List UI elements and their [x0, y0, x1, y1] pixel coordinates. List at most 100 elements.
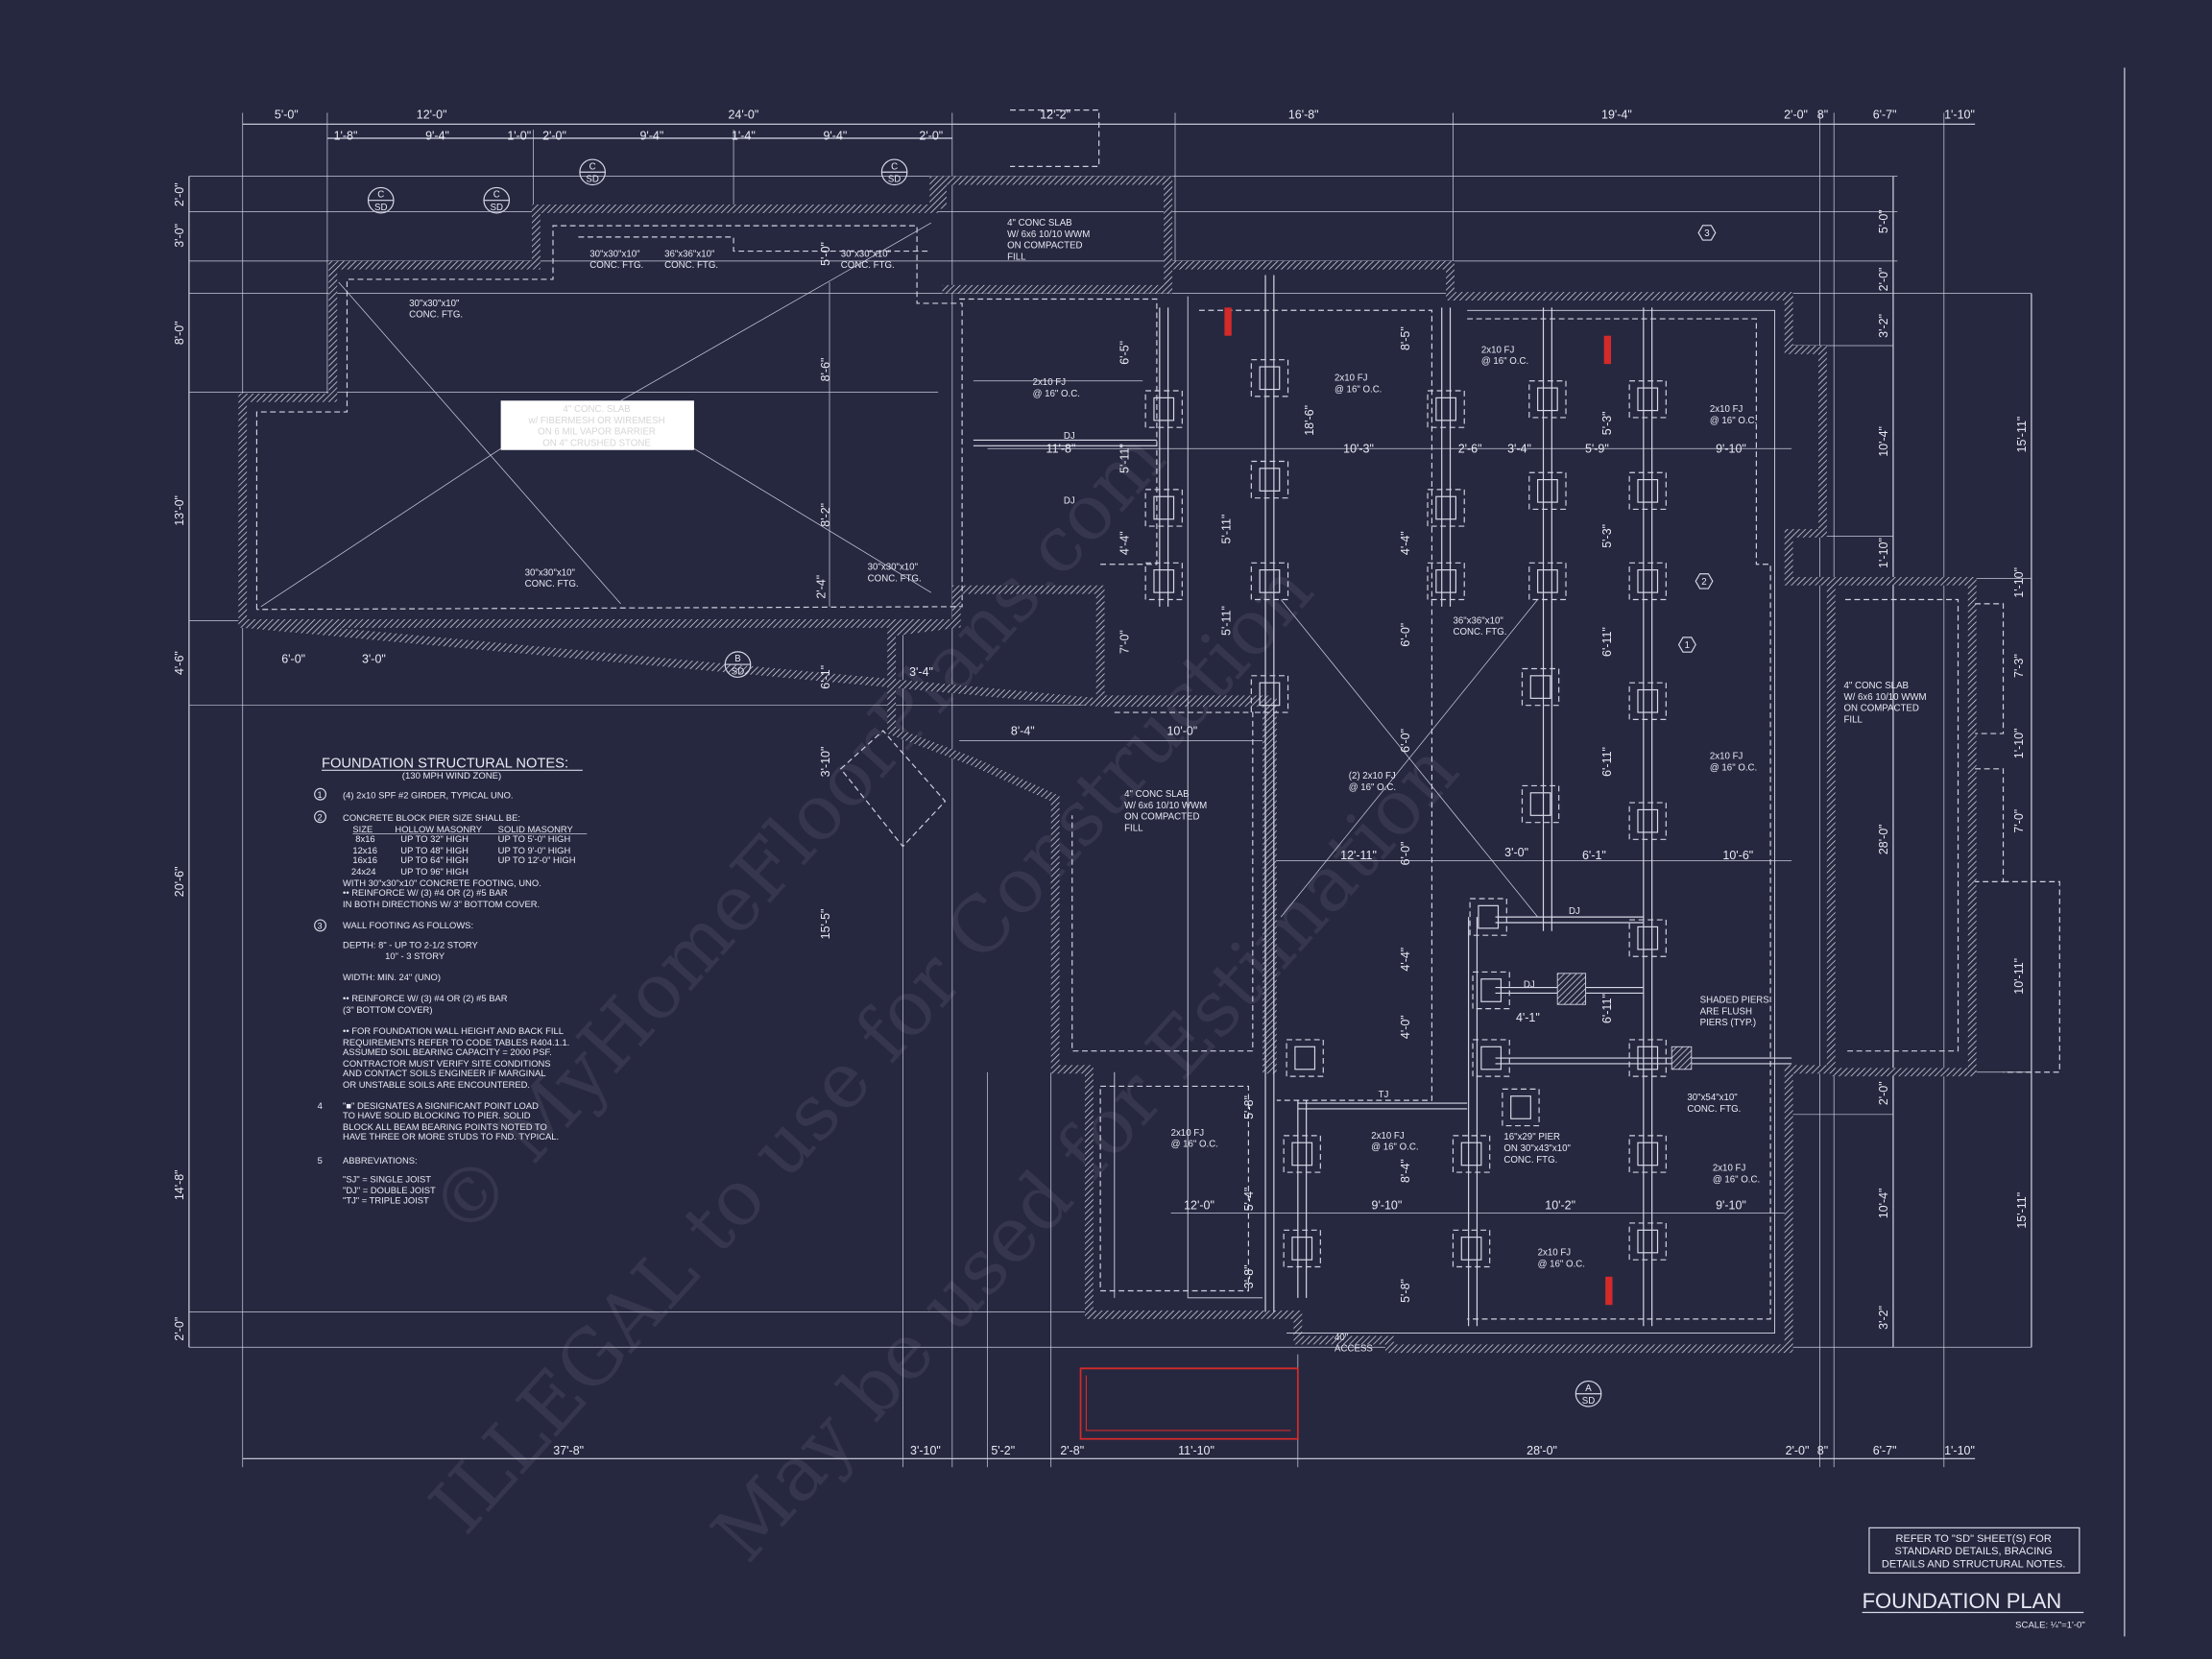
- section-marker: CSD: [483, 186, 511, 214]
- callout: TJ: [1379, 1090, 1389, 1100]
- callout: 2x10 FJ@ 16" O.C.: [1371, 1131, 1418, 1153]
- main-foundation-wall: [238, 176, 1836, 1354]
- dimension-interior: 8'-5": [1399, 326, 1412, 350]
- callout: 2x10 FJ@ 16" O.C.: [1033, 377, 1080, 399]
- dimension-top-outer: 12'-2": [1040, 108, 1070, 121]
- callout-text: CONC. FTG.: [1687, 1104, 1741, 1115]
- pier: [1628, 380, 1667, 419]
- callout-text: 36"x36"x10": [1453, 615, 1503, 626]
- dimension-bottom: 2'-0": [1786, 1444, 1810, 1457]
- dimension-interior: 5'-8": [1399, 1279, 1412, 1303]
- front-slab-wall: [938, 176, 1173, 294]
- svg-text:UP TO 64" HIGH: UP TO 64" HIGH: [400, 854, 469, 865]
- dimension-interior: 3'-4": [909, 665, 933, 679]
- callout-text: ON COMPACTED: [1007, 241, 1082, 252]
- callout-text: 30"x30"x10": [868, 563, 919, 573]
- pier: [1521, 784, 1560, 824]
- svg-text:SD: SD: [586, 175, 598, 185]
- garage-slab-diagonals: [260, 222, 1538, 918]
- pier: [1250, 460, 1289, 499]
- dimension-interior: 2'-4": [815, 575, 829, 599]
- dimension-right-room: 7'-0": [2012, 809, 2026, 833]
- svg-text:SOLID MASONRY: SOLID MASONRY: [498, 824, 574, 834]
- callout-text: CONC. FTG.: [525, 579, 579, 589]
- callout-text: 30"x30"x10": [409, 299, 460, 309]
- dimension-interior: 9'-10": [1372, 1198, 1403, 1212]
- callout: 2x10 FJ@ 16" O.C.: [1171, 1128, 1218, 1150]
- dimension-top-inner: 9'-4": [425, 129, 449, 142]
- plan-scale: SCALE: ¼"=1'-0": [2015, 1621, 2085, 1631]
- callout-text: (2) 2x10 FJ: [1349, 771, 1396, 781]
- dimension-interior: 3'-4": [1507, 443, 1531, 456]
- notes-heading: FOUNDATION STRUCTURAL NOTES:: [322, 756, 568, 771]
- callout-text: W/ 6x6 10/10 WWM: [1124, 801, 1207, 811]
- callout: 36"x36"x10"CONC. FTG.: [1453, 615, 1506, 637]
- foundation-walls: [238, 176, 1977, 1440]
- callout: 2x10 FJ@ 16" O.C.: [1538, 1248, 1585, 1270]
- svg-text:2: 2: [318, 812, 323, 822]
- svg-text:8x16: 8x16: [355, 833, 374, 844]
- pier: [1283, 1229, 1321, 1268]
- point-load-marks: [1224, 307, 1613, 1306]
- callout-text: 2x10 FJ: [1481, 345, 1515, 355]
- callout-text: CONC. FTG.: [589, 260, 643, 271]
- callout: 30"x30"x10"CONC. FTG.: [409, 299, 463, 321]
- svg-text:ON 4" CRUSHED STONE: ON 4" CRUSHED STONE: [542, 438, 651, 448]
- pier: [1144, 390, 1183, 428]
- dimension-bottom: 11'-10": [1178, 1444, 1214, 1457]
- svg-text:3: 3: [1704, 228, 1709, 239]
- svg-text:SIZE: SIZE: [352, 824, 373, 834]
- svg-text:2: 2: [1701, 577, 1706, 588]
- callout-text: DJ: [1064, 496, 1075, 507]
- callout-text: 40": [1334, 1333, 1349, 1343]
- callout: 30"x30"x10"CONC. FTG.: [868, 563, 922, 585]
- svg-text:DEPTH: 8" - UP TO 2-1/2 STORY: DEPTH: 8" - UP TO 2-1/2 STORY: [343, 939, 478, 950]
- callout: 30"x54"x10"CONC. FTG.: [1687, 1093, 1741, 1115]
- dimension-left: 14'-8": [173, 1169, 186, 1200]
- svg-text:UP TO 12'-0" HIGH: UP TO 12'-0" HIGH: [498, 854, 576, 865]
- dimension-top-inner: 1'-8": [334, 129, 358, 142]
- callout-text: ON 30"x43"x10": [1503, 1143, 1571, 1154]
- svg-text:UP TO 32" HIGH: UP TO 32" HIGH: [400, 833, 469, 844]
- dimension-top-inner: 2'-0": [542, 129, 566, 142]
- callout: 2x10 FJ@ 16" O.C.: [1710, 752, 1757, 774]
- callout-text: @ 16" O.C.: [1710, 416, 1757, 426]
- callout: 40"ACCESS: [1334, 1333, 1373, 1355]
- callout-text: W/ 6x6 10/10 WWM: [1843, 692, 1926, 703]
- pier: [1628, 1039, 1667, 1077]
- pier: [1250, 675, 1289, 713]
- dimension-left: 2'-0": [173, 182, 186, 206]
- svg-text:SD: SD: [490, 203, 502, 213]
- svg-text:UP TO 9'-0" HIGH: UP TO 9'-0" HIGH: [498, 845, 571, 855]
- piers: [1144, 359, 1693, 1268]
- dimension-top-outer: 1'-10": [1944, 108, 1975, 121]
- dimension-interior: 8'-4": [1011, 725, 1035, 738]
- svg-text:"SJ" = SINGLE JOIST: "SJ" = SINGLE JOIST: [343, 1173, 431, 1184]
- svg-text:"DJ" = DOUBLE JOIST: "DJ" = DOUBLE JOIST: [343, 1185, 436, 1195]
- callout-text: 2x10 FJ: [1033, 377, 1067, 388]
- svg-text:WITH 30"x30"x10" CONCRETE FOOT: WITH 30"x30"x10" CONCRETE FOOTING, UNO.: [343, 878, 541, 888]
- svg-text:WALL FOOTING AS FOLLOWS:: WALL FOOTING AS FOLLOWS:: [343, 920, 473, 930]
- dimension-interior: 5'-9": [1585, 443, 1609, 456]
- dimension-interior: 6'-0": [1399, 842, 1412, 866]
- dimension-top-inner: 9'-4": [639, 129, 663, 142]
- callout: DJ: [1569, 906, 1580, 917]
- dimension-left: 2'-0": [173, 1317, 186, 1341]
- callout-text: @ 16" O.C.: [1171, 1140, 1218, 1150]
- dimension-interior: 4'-4": [1118, 531, 1132, 555]
- callout-text: 2x10 FJ: [1171, 1128, 1205, 1139]
- dimension-interior: 5'-11": [1118, 444, 1132, 473]
- note-tag-hexagon: 2: [1695, 573, 1714, 589]
- svg-text:24x24: 24x24: [351, 866, 376, 877]
- section-marker: CSD: [367, 186, 395, 214]
- callout-text: ARE FLUSH: [1700, 1006, 1752, 1017]
- svg-text:3: 3: [318, 922, 323, 931]
- callout-text: 30"x30"x10": [589, 249, 640, 259]
- right-room-wall: [1831, 576, 1977, 1077]
- dimension-interior: 18'-6": [1303, 405, 1316, 436]
- callout: 2x10 FJ@ 16" O.C.: [1713, 1164, 1760, 1186]
- dimension-top-outer: 2'-0": [1784, 108, 1808, 121]
